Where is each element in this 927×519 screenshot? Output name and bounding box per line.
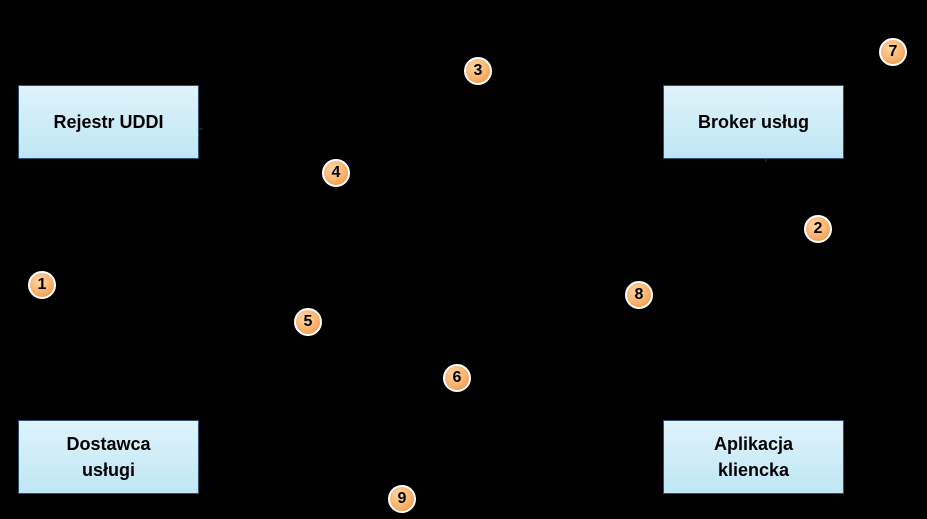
node-dostawca-label-line1: Dostawca [66, 434, 151, 454]
node-aplikacja-label-line1: Aplikacja [713, 434, 794, 454]
node-rejestr-uddi: Rejestr UDDI [18, 85, 199, 159]
step-marker-6: 6 [443, 364, 471, 392]
node-dostawca-label-line2: usługi [81, 460, 135, 480]
connector-stub [765, 159, 767, 162]
node-broker-uslug: Broker usług [663, 85, 844, 159]
step-marker-2: 2 [804, 215, 832, 243]
node-rejestr-label: Rejestr UDDI [53, 112, 164, 132]
step-marker-9: 9 [388, 485, 416, 513]
step-marker-3: 3 [464, 57, 492, 85]
connector-stub [199, 128, 203, 130]
step-marker-7: 7 [879, 38, 907, 66]
step-marker-1: 1 [28, 271, 56, 299]
node-dostawca-uslugi: Dostawca usługi [18, 420, 199, 494]
node-aplikacja-kliencka: Aplikacja kliencka [663, 420, 844, 494]
node-broker-label: Broker usług [697, 112, 810, 132]
node-aplikacja-label-line2: kliencka [717, 460, 790, 480]
step-marker-4: 4 [322, 159, 350, 187]
step-marker-5: 5 [294, 308, 322, 336]
step-marker-8: 8 [625, 281, 653, 309]
